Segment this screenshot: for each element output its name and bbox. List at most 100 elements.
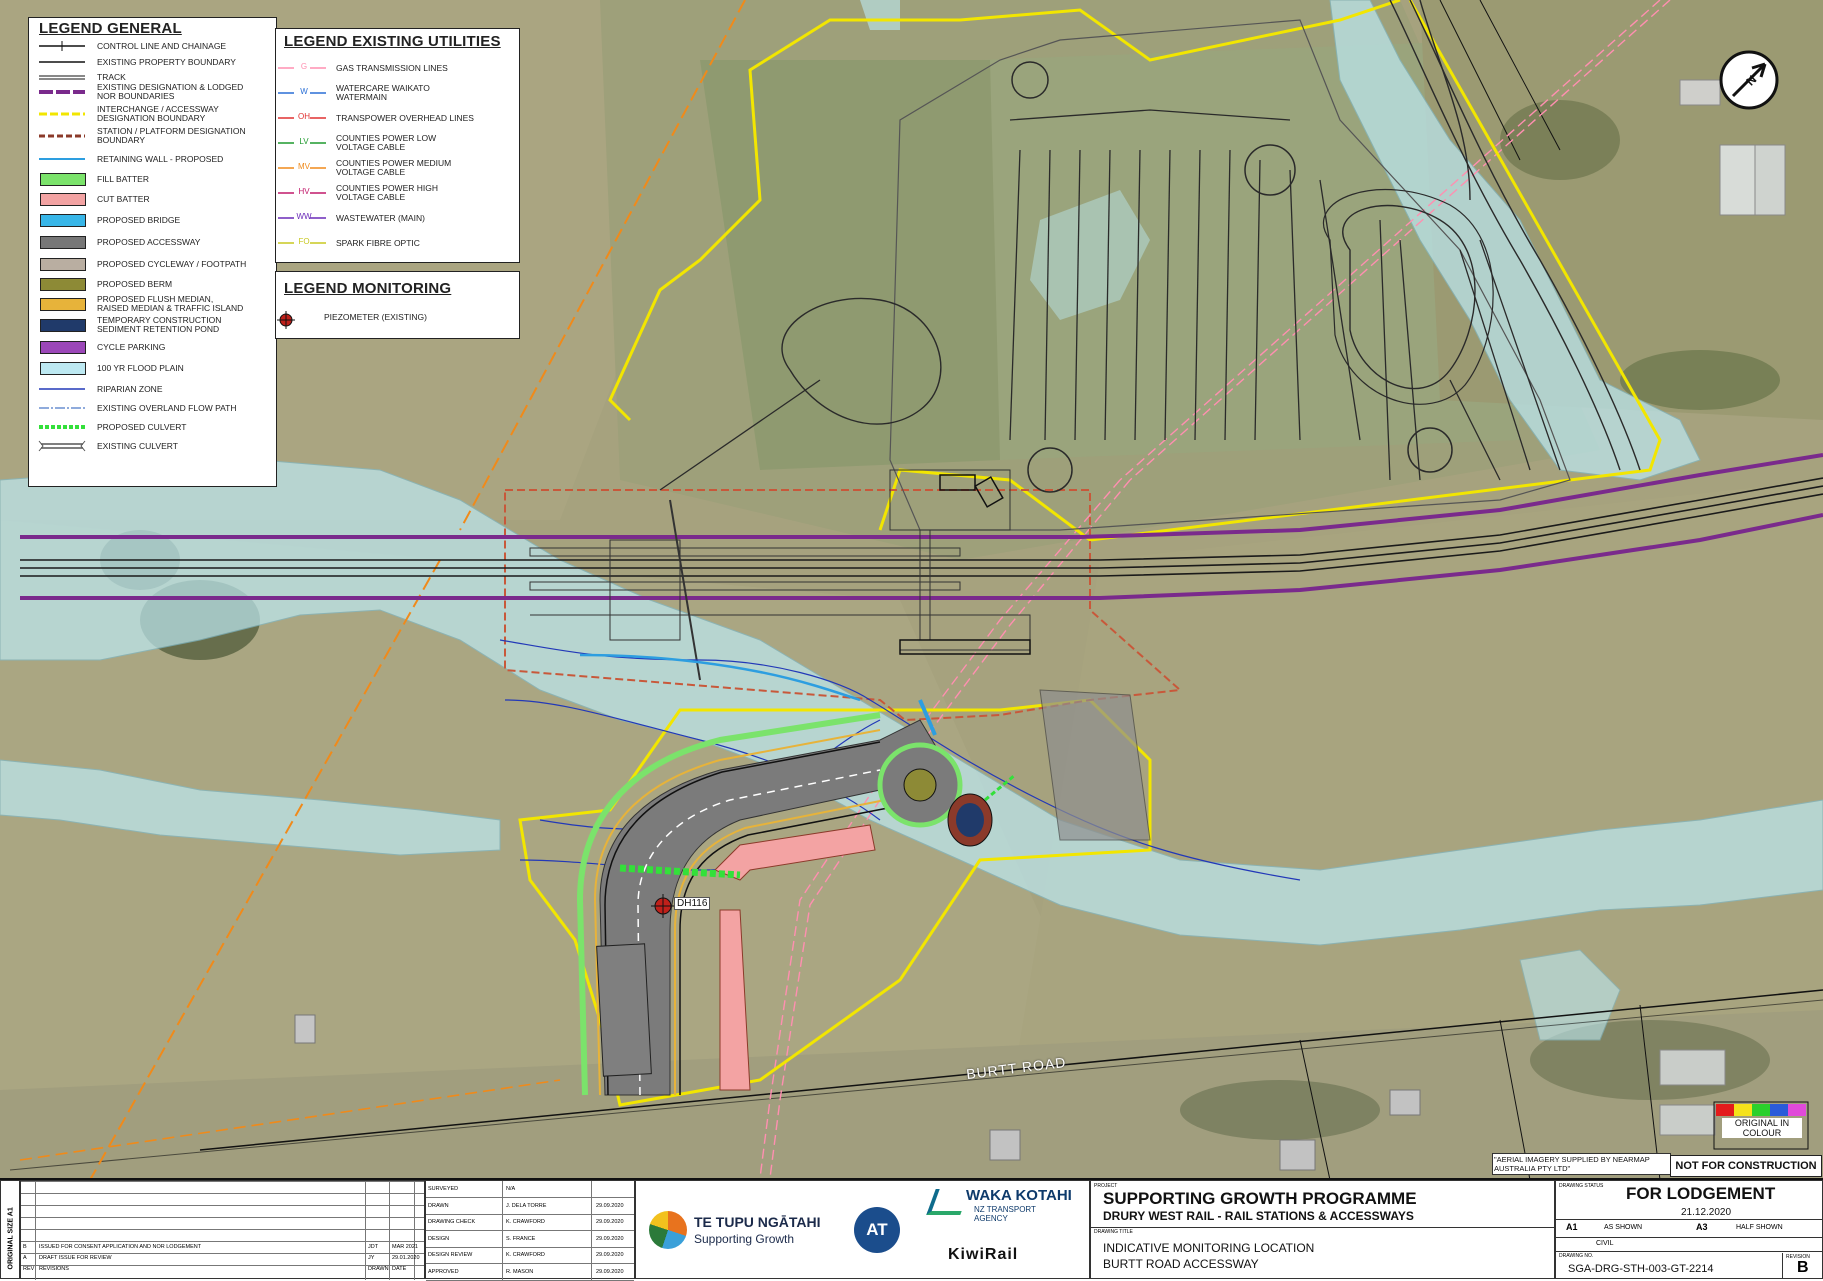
legend-item: PROPOSED ACCESSWAY <box>37 233 200 251</box>
legend-item: CYCLE PARKING <box>37 338 165 356</box>
legend-item: RIPARIAN ZONE <box>37 380 163 398</box>
signoff-date: 29.09.2020 <box>596 1235 624 1242</box>
utility-code: OH <box>298 112 310 121</box>
legend-item-label: TRACK <box>97 71 126 82</box>
legend-item-label: PROPOSED ACCESSWAY <box>97 236 201 247</box>
legend-item: PROPOSED FLUSH MEDIAN, RAISED MEDIAN & T… <box>37 295 247 313</box>
sheet-size: A1 <box>1566 1222 1578 1232</box>
utility-legend-item: FO SPARK FIBRE OPTIC <box>276 234 420 252</box>
drawing-status: FOR LODGEMENT <box>1626 1184 1776 1203</box>
revision-row-desc: REVISIONS <box>39 1266 69 1272</box>
legend-utilities-title: LEGEND EXISTING UTILITIES <box>284 33 501 50</box>
legend-general: LEGEND GENERAL CONTROL LINE AND CHAINAGE… <box>28 17 277 487</box>
legend-item: PROPOSED BERM <box>37 275 172 293</box>
utility-legend-label: SPARK FIBRE OPTIC <box>336 237 420 248</box>
utility-code: LV <box>299 137 309 146</box>
utility-legend-label: TRANSPOWER OVERHEAD LINES <box>336 112 474 123</box>
drawing-title-line-1: INDICATIVE MONITORING LOCATION <box>1103 1241 1315 1255</box>
cycle-parking-swatch <box>37 340 89 354</box>
utility-code: G <box>300 62 308 71</box>
legend-item: PROPOSED CULVERT <box>37 418 186 436</box>
legend-general-title: LEGEND GENERAL <box>39 20 182 37</box>
utility-code: W <box>300 87 308 96</box>
legend-item-label: PROPOSED FLUSH MEDIAN, RAISED MEDIAN & T… <box>97 294 244 313</box>
legend-item: RETAINING WALL - PROPOSED <box>37 150 223 168</box>
project-caption: PROJECT <box>1094 1183 1118 1189</box>
utility-legend-label: COUNTIES POWER HIGH VOLTAGE CABLE <box>336 183 439 202</box>
waka-kotahi-title: WAKA KOTAHI <box>966 1187 1072 1204</box>
signoff-role: DESIGN <box>428 1235 450 1242</box>
revision-row-rev: A <box>23 1255 27 1261</box>
project-subtitle: DRURY WEST RAIL - RAIL STATIONS & ACCESS… <box>1103 1209 1414 1223</box>
utility-code: HV <box>298 187 310 196</box>
revision-box: REVISION B <box>1782 1253 1823 1279</box>
fill-swatch <box>37 172 89 186</box>
legend-item-label: PROPOSED CULVERT <box>97 421 187 432</box>
north-arrow-icon: N <box>1719 50 1779 110</box>
colour-note: ORIGINAL IN COLOUR <box>1722 1118 1802 1138</box>
not-for-construction: NOT FOR CONSTRUCTION <box>1670 1155 1822 1177</box>
legend-item: EXISTING CULVERT <box>37 437 178 455</box>
signoff-name: N/A <box>506 1186 516 1192</box>
thin-line-symbol <box>37 55 89 69</box>
legend-item: PROPOSED CYCLEWAY / FOOTPATH <box>37 255 246 273</box>
title-block: ORIGINAL SIZE A1 B ISSUED FOR CONSENT APP… <box>0 1178 1823 1281</box>
waka-kotahi-logo-icon <box>926 1189 970 1215</box>
te-tupu-title: TE TUPU NGĀTAHI <box>694 1214 821 1230</box>
utility-legend-item: HV COUNTIES POWER HIGH VOLTAGE CABLE <box>276 184 476 202</box>
utility-line-symbol: FO <box>276 236 328 250</box>
legend-item-label: FILL BATTER <box>97 173 149 184</box>
project-panel: PROJECT SUPPORTING GROWTH PROGRAMME DRUR… <box>1090 1180 1555 1279</box>
drawing-status-caption: DRAWING STATUS <box>1559 1183 1604 1189</box>
legend-item: EXISTING PROPERTY BOUNDARY <box>37 53 236 71</box>
flow-path-symbol <box>37 401 89 415</box>
signoff-role: APPROVED <box>428 1268 459 1275</box>
revision-letter: B <box>1797 1259 1809 1276</box>
signoff-date: 29.09.2020 <box>596 1268 624 1275</box>
sheet-scale-a3: HALF SHOWN <box>1736 1224 1783 1231</box>
status-panel: DRAWING STATUS FOR LODGEMENT 21.12.2020 … <box>1555 1180 1823 1279</box>
legend-item: 100 YR FLOOD PLAIN <box>37 359 184 377</box>
legend-item: STATION / PLATFORM DESIGNATION BOUNDARY <box>37 127 247 145</box>
berm-swatch <box>37 277 89 291</box>
legend-item: CONTROL LINE AND CHAINAGE <box>37 37 226 55</box>
legend-item: EXISTING OVERLAND FLOW PATH <box>37 399 236 417</box>
utility-legend-item: W WATERCARE WAIKATO WATERMAIN <box>276 84 476 102</box>
signoff-role: DRAWING CHECK <box>428 1219 476 1225</box>
utility-legend-label: WASTEWATER (MAIN) <box>336 212 425 223</box>
legend-item-label: CYCLE PARKING <box>97 341 166 352</box>
legend-item-label: PROPOSED BERM <box>97 278 173 289</box>
utility-line-symbol: WW <box>276 211 328 225</box>
accessway-swatch <box>37 235 89 249</box>
te-tupu-logo-icon <box>649 1211 687 1249</box>
cut-swatch <box>37 192 89 206</box>
logo-panel: TE TUPU NGĀTAHI Supporting Growth AT WAK… <box>635 1180 1090 1279</box>
flood-swatch <box>37 361 89 375</box>
aerial-note: "AERIAL IMAGERY SUPPLIED BY NEARMAP AUST… <box>1492 1153 1671 1175</box>
revision-row-by: JDT <box>368 1244 379 1250</box>
side-label: ORIGINAL SIZE A1 <box>7 1207 15 1270</box>
legend-item-label: EXISTING PROPERTY BOUNDARY <box>97 56 236 67</box>
drawing-title-caption: DRAWING TITLE <box>1094 1229 1133 1235</box>
utility-legend-label: WATERCARE WAIKATO WATERMAIN <box>336 83 430 102</box>
drawing-number-caption: DRAWING No. <box>1559 1253 1594 1259</box>
pond-swatch <box>37 318 89 332</box>
utility-line-symbol: MV <box>276 161 328 175</box>
legend-item-label: CONTROL LINE AND CHAINAGE <box>97 40 227 51</box>
piezometer-icon <box>277 311 295 329</box>
revision-row-by: DRAWN <box>368 1266 389 1272</box>
drawing-number: SGA-DRG-STH-003-GT-2214 <box>1568 1263 1714 1275</box>
drawing-title-line-2: BURTT ROAD ACCESSWAY <box>1103 1257 1259 1271</box>
utility-line-symbol: W <box>276 86 328 100</box>
cycleway-swatch <box>37 257 89 271</box>
revision-row-desc: ISSUED FOR CONSENT APPLICATION AND NoR L… <box>39 1244 202 1250</box>
riparian-line-symbol <box>37 382 89 396</box>
control-line-symbol <box>37 39 89 53</box>
legend-item-label: INTERCHANGE / ACCESSWAY DESIGNATION BOUN… <box>97 104 219 123</box>
signoff-name: K. CRAWFORD <box>506 1252 545 1258</box>
